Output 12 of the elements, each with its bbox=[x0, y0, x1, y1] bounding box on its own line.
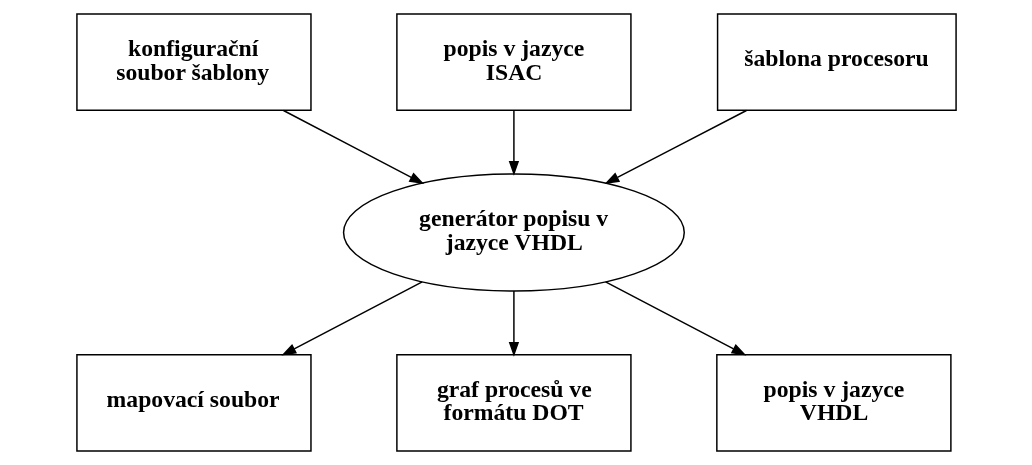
arrow bbox=[280, 281, 423, 356]
node-box: graf procesů ve formátu DOT bbox=[395, 353, 632, 452]
arrow bbox=[604, 109, 747, 185]
arrow bbox=[604, 281, 746, 356]
node-box: mapovací soubor bbox=[75, 353, 312, 452]
arrow bbox=[508, 290, 519, 357]
arrow bbox=[508, 109, 519, 176]
node-box: popis v jazyce VHDL bbox=[715, 353, 952, 452]
node-box: šablona procesoru bbox=[716, 13, 957, 112]
arrow bbox=[282, 109, 424, 185]
node-box: konfigurační soubor šablony bbox=[75, 13, 312, 112]
node-box: popis v jazyce ISAC bbox=[395, 13, 632, 112]
